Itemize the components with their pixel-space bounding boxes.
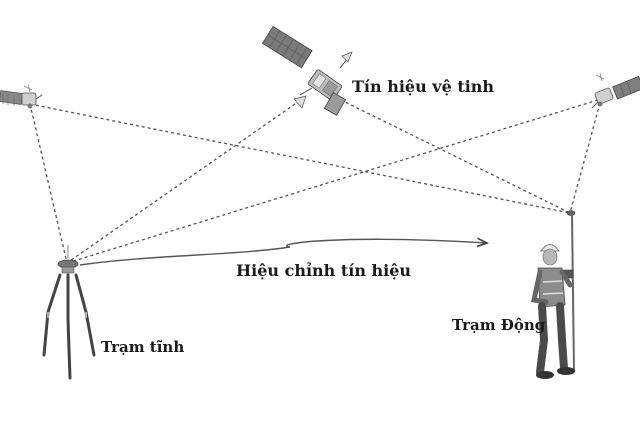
signal-line-left-sat-to-base xyxy=(29,103,68,264)
signal-lines xyxy=(29,96,601,264)
label-signal-correction: Hiệu chỉnh tín hiệu xyxy=(236,261,412,280)
label-satellite-signal: Tín hiệu vệ tinh xyxy=(352,77,495,96)
correction-arrow xyxy=(79,239,487,266)
rover-surveyor-icon xyxy=(531,210,576,379)
satellite-right-icon xyxy=(591,72,640,109)
base-station-tripod-icon xyxy=(42,245,96,380)
signal-line-center-sat-to-base xyxy=(66,96,306,264)
signal-line-right-sat-to-base xyxy=(66,99,599,264)
signal-line-right-sat-to-rover xyxy=(569,102,601,214)
satellite-center-icon xyxy=(261,25,353,116)
satellite-left-icon xyxy=(0,83,43,109)
signal-line-center-sat-to-rover xyxy=(334,96,571,214)
label-rover-station: Trạm Động xyxy=(452,316,546,334)
signal-line-left-sat-to-rover xyxy=(29,103,571,214)
label-base-station: Trạm tĩnh xyxy=(101,338,185,356)
